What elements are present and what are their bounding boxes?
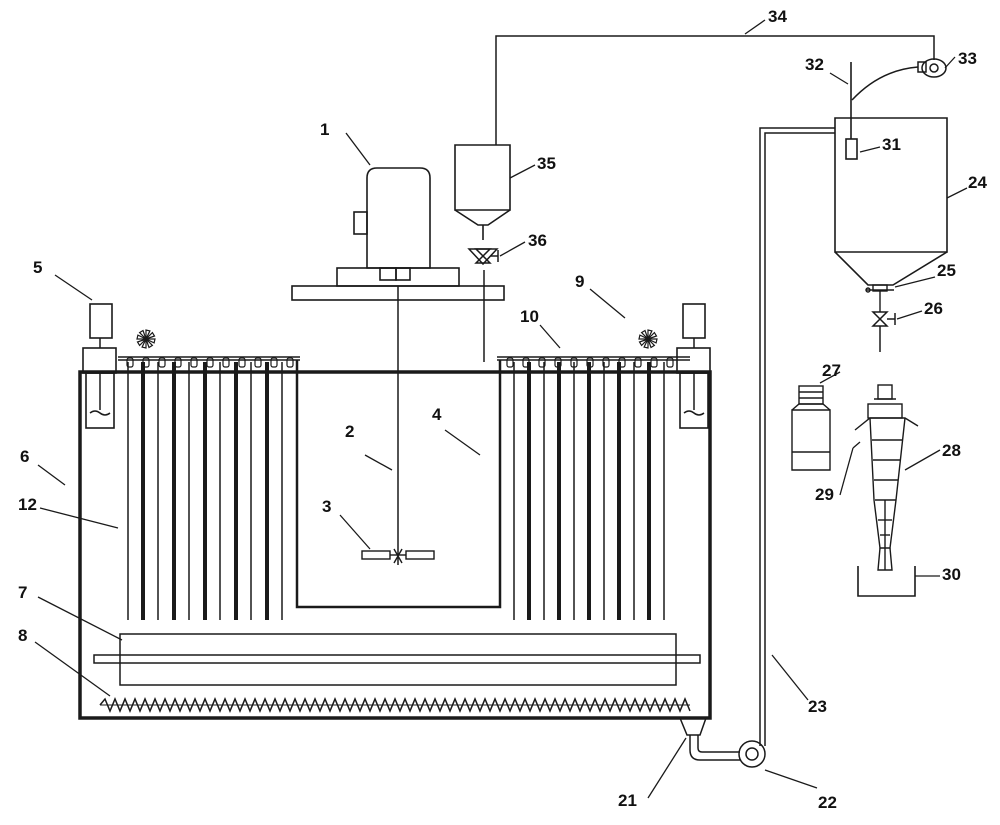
fan-right [638, 329, 658, 349]
fan-blade [145, 329, 151, 340]
nozzle-2 [158, 357, 166, 368]
main-tank [78, 370, 712, 720]
nozzle-17 [602, 357, 610, 368]
label-9: 9 [575, 272, 584, 291]
fan-blade [640, 329, 649, 340]
impeller [361, 548, 435, 564]
label-2: 2 [345, 422, 354, 441]
labels: 1 2 3 4 5 6 7 8 9 10 12 21 22 23 24 25 2… [18, 7, 987, 812]
label-32: 32 [805, 55, 824, 74]
fan-blade [136, 338, 147, 347]
label-21: 21 [618, 791, 637, 810]
label-5: 5 [33, 258, 42, 277]
label-29: 29 [815, 485, 834, 504]
label-36: 36 [528, 231, 547, 250]
label-10: 10 [520, 307, 539, 326]
pipe-34 [495, 35, 935, 145]
collector-dish [857, 566, 916, 597]
bottle-27 [791, 385, 831, 471]
pump-22 [738, 740, 766, 768]
fan-blade [647, 331, 658, 340]
label-35: 35 [537, 154, 556, 173]
nozzle-9 [270, 357, 278, 368]
nozzle-0 [126, 357, 134, 368]
nozzle-11 [506, 357, 514, 368]
fan-blade [638, 338, 649, 347]
label-4: 4 [432, 405, 442, 424]
label-34: 34 [768, 7, 787, 26]
fan-blade [647, 329, 653, 340]
left-top-rail [118, 356, 300, 361]
fan-blade [647, 338, 658, 344]
storage-tank [834, 62, 948, 286]
return-pipe [759, 127, 835, 746]
nozzle-4 [190, 357, 198, 368]
label-6: 6 [20, 447, 29, 466]
fan-left [136, 329, 156, 349]
side-mixer-right [676, 303, 711, 429]
nozzle-10 [286, 357, 294, 368]
dosing-hopper [454, 144, 511, 240]
screw-conveyor [99, 697, 691, 713]
fan-blade [145, 338, 156, 344]
label-24: 24 [968, 173, 987, 192]
plate-assembly [93, 633, 701, 686]
outlet-25 [865, 284, 894, 312]
fan-blade [136, 334, 147, 340]
fan-blade [141, 338, 147, 349]
bottom-outlet [679, 717, 740, 761]
nozzle-7 [238, 357, 246, 368]
fan-blade [638, 334, 649, 340]
fan-blade [643, 338, 649, 349]
label-26: 26 [924, 299, 943, 318]
label-3: 3 [322, 497, 331, 516]
label-33: 33 [958, 49, 977, 68]
label-31: 31 [882, 135, 901, 154]
spray-nozzle [854, 384, 919, 571]
valve-36 [467, 248, 499, 266]
label-1: 1 [320, 120, 329, 139]
label-28: 28 [942, 441, 961, 460]
pump-33 [851, 58, 947, 101]
nozzle-8 [254, 357, 262, 368]
fan-blade [647, 338, 656, 349]
nozzle-13 [538, 357, 546, 368]
stirring-chamber [295, 360, 502, 609]
nozzle-21 [666, 357, 674, 368]
valve-26 [871, 311, 896, 352]
label-30: 30 [942, 565, 961, 584]
fan-blade [145, 331, 156, 340]
label-12: 12 [18, 495, 37, 514]
label-25: 25 [937, 261, 956, 280]
label-27: 27 [822, 361, 841, 380]
label-23: 23 [808, 697, 827, 716]
label-22: 22 [818, 793, 837, 812]
electrode-array [127, 362, 665, 620]
fan-blade [145, 338, 154, 349]
label-8: 8 [18, 626, 27, 645]
nozzle-6 [222, 357, 230, 368]
nozzle-19 [634, 357, 642, 368]
leader-lines [34, 19, 968, 799]
side-mixer-left [82, 303, 117, 429]
label-7: 7 [18, 583, 27, 602]
main-motor [291, 167, 505, 301]
fan-blade [138, 329, 147, 340]
